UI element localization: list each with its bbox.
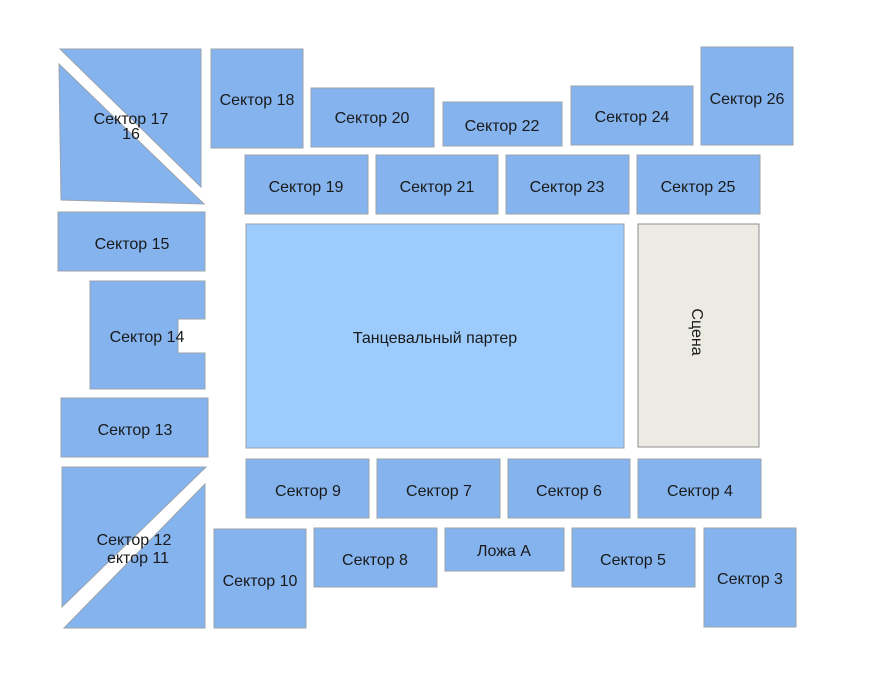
dance-floor[interactable] [245, 223, 625, 449]
sector-25-label: Сектор 25 [661, 179, 736, 196]
sector-5[interactable] [571, 527, 696, 588]
sector-3[interactable] [703, 527, 797, 628]
sector-15-label: Сектор 15 [95, 236, 170, 253]
sector-16-label: 16 [122, 126, 140, 143]
sector-4[interactable] [637, 458, 762, 519]
sector-6[interactable] [507, 458, 631, 519]
sector-15[interactable] [57, 211, 206, 272]
sector-17-label: Сектор 17 [94, 111, 169, 128]
sector-20[interactable] [310, 87, 435, 148]
sector-12[interactable] [61, 466, 208, 609]
sector-24-label: Сектор 24 [595, 109, 670, 126]
sector-13[interactable] [60, 397, 209, 458]
sector-11-label: ектор 11 [107, 550, 169, 567]
sector-22[interactable] [442, 101, 563, 147]
sector-17[interactable] [58, 48, 202, 189]
loge-a[interactable] [444, 527, 565, 572]
sector-3-label: Сектор 3 [717, 571, 783, 588]
sector-14-label: Сектор 14 [110, 329, 185, 346]
sector-16[interactable] [58, 62, 206, 205]
sector-6-label: Сектор 6 [536, 483, 602, 500]
stage [637, 223, 760, 448]
dance-floor-label: Танцевальный партер [353, 330, 517, 347]
sector-8[interactable] [313, 527, 438, 588]
sector-23[interactable] [505, 154, 630, 215]
sector-25[interactable] [636, 154, 761, 215]
sector-20-label: Сектор 20 [335, 110, 410, 127]
sector-19-label: Сектор 19 [269, 179, 344, 196]
sector-14[interactable] [89, 280, 206, 390]
sector-4-label: Сектор 4 [667, 483, 733, 500]
sector-19[interactable] [244, 154, 369, 215]
sector-18-label: Сектор 18 [220, 92, 295, 109]
sector-9-label: Сектор 9 [275, 483, 341, 500]
sector-9[interactable] [245, 458, 370, 519]
sector-18[interactable] [210, 48, 304, 149]
sector-8-label: Сектор 8 [342, 552, 408, 569]
sector-26-label: Сектор 26 [710, 91, 785, 108]
sector-11[interactable] [62, 482, 206, 629]
sector-10-label: Сектор 10 [223, 573, 298, 590]
sector-26[interactable] [700, 46, 794, 146]
sector-7-label: Сектор 7 [406, 483, 472, 500]
sector-10[interactable] [213, 528, 307, 629]
sector-13-label: Сектор 13 [98, 422, 173, 439]
loge-a-label: Ложа А [477, 543, 531, 560]
sector-22-label: Сектор 22 [465, 118, 540, 135]
sector-5-label: Сектор 5 [600, 552, 666, 569]
stage-label: Сцена [688, 308, 705, 355]
sector-21-label: Сектор 21 [400, 179, 475, 196]
sector-24[interactable] [570, 85, 694, 146]
sector-12-label: Сектор 12 [97, 532, 172, 549]
sector-23-label: Сектор 23 [530, 179, 605, 196]
sector-21[interactable] [375, 154, 499, 215]
sector-7[interactable] [376, 458, 501, 519]
